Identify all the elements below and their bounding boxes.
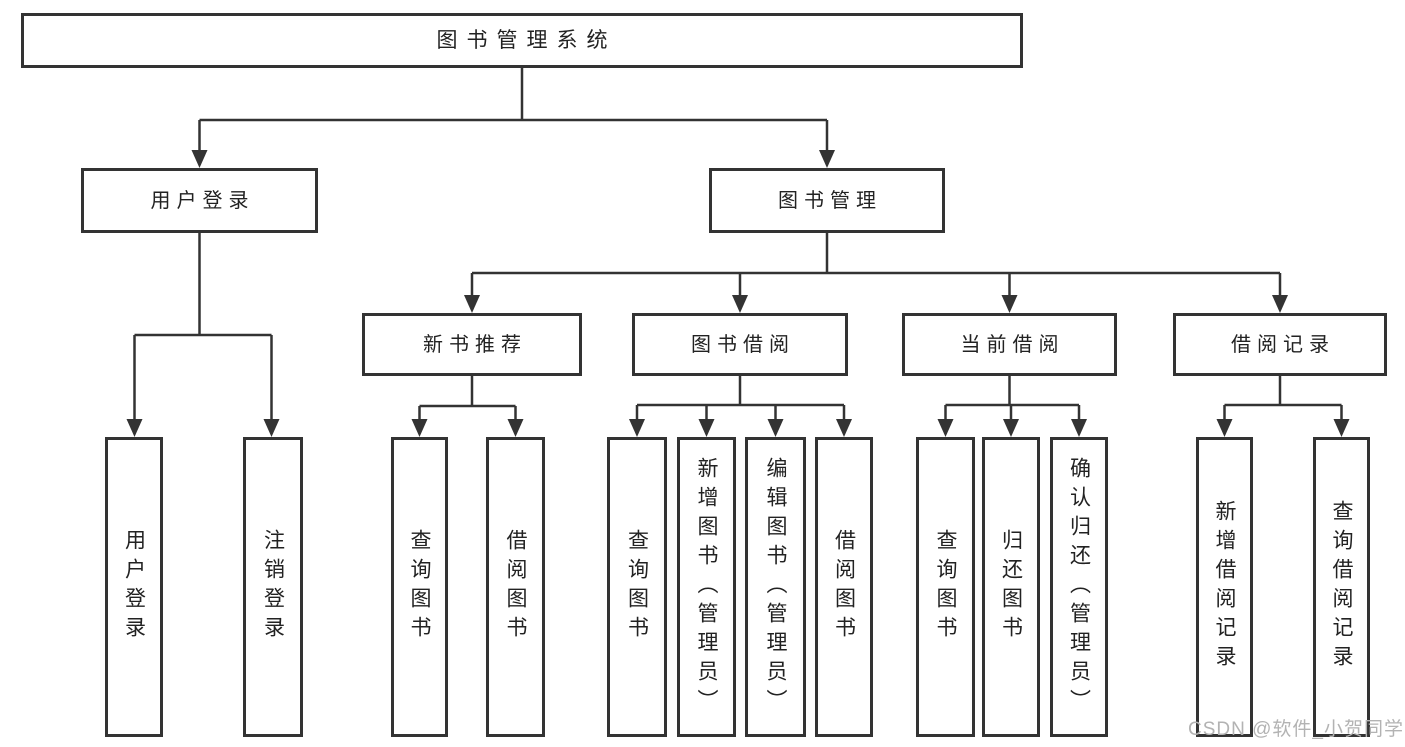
node-root: 图书管理系统 [21,13,1023,68]
connector-root [191,68,835,168]
node-current-borrow-label: 当前借阅 [960,333,1065,356]
leaf-query-borrow-record: 查询借阅记录 [1313,437,1370,737]
leaf-add-book-admin: 新增图书（管理员） [677,437,736,737]
connector-user-login-branch [126,233,280,437]
connector-current-borrow-branch [937,376,1087,437]
leaf-query-books-3-label: 查询图书 [934,529,957,645]
node-user-login-branch: 用户登录 [81,168,318,233]
leaf-logout-label: 注销登录 [261,529,285,645]
node-book-mgmt-label: 图书管理 [778,189,882,212]
leaf-logout: 注销登录 [243,437,303,737]
leaf-query-books-2-label: 查询图书 [625,529,649,645]
connector-borrow-records-branch [1216,376,1350,437]
node-book-borrow: 图书借阅 [632,313,848,376]
connector-book-borrow-branch [629,376,852,437]
node-new-book-recommend: 新书推荐 [362,313,582,376]
leaf-borrow-books-1-label: 借阅图书 [504,529,527,645]
leaf-query-books-1: 查询图书 [391,437,448,737]
leaf-query-books-1-label: 查询图书 [408,529,431,645]
connector-book-mgmt-branch [464,233,1288,313]
leaf-edit-book-admin-label: 编辑图书（管理员） [764,456,787,718]
connector-new-book-branch [411,376,524,437]
node-book-borrow-label: 图书借阅 [691,333,795,356]
leaf-add-borrow-record-label: 新增借阅记录 [1213,500,1236,674]
leaf-query-borrow-record-label: 查询借阅记录 [1330,500,1353,674]
node-user-login-branch-label: 用户登录 [150,189,255,212]
watermark: CSDN @软件_小贺同学 [1188,719,1404,740]
leaf-add-book-admin-label: 新增图书（管理员） [695,456,718,718]
leaf-return-book-label: 归还图书 [999,529,1023,645]
leaf-query-books-2: 查询图书 [607,437,667,737]
leaf-return-book: 归还图书 [982,437,1040,737]
leaf-confirm-return-admin-label: 确认归还（管理员） [1067,456,1091,718]
leaf-user-login: 用户登录 [105,437,163,737]
node-borrow-records-label: 借阅记录 [1231,333,1335,356]
node-borrow-records: 借阅记录 [1173,313,1387,376]
node-book-mgmt: 图书管理 [709,168,945,233]
leaf-edit-book-admin: 编辑图书（管理员） [745,437,806,737]
leaf-borrow-books-2: 借阅图书 [815,437,873,737]
leaf-borrow-books-1: 借阅图书 [486,437,545,737]
leaf-borrow-books-2-label: 借阅图书 [832,529,856,645]
node-current-borrow: 当前借阅 [902,313,1117,376]
leaf-confirm-return-admin: 确认归还（管理员） [1050,437,1108,737]
leaf-add-borrow-record: 新增借阅记录 [1196,437,1253,737]
leaf-query-books-3: 查询图书 [916,437,975,737]
node-root-label: 图书管理系统 [436,29,617,52]
leaf-user-login-label: 用户登录 [122,529,146,645]
node-new-book-recommend-label: 新书推荐 [423,333,527,356]
